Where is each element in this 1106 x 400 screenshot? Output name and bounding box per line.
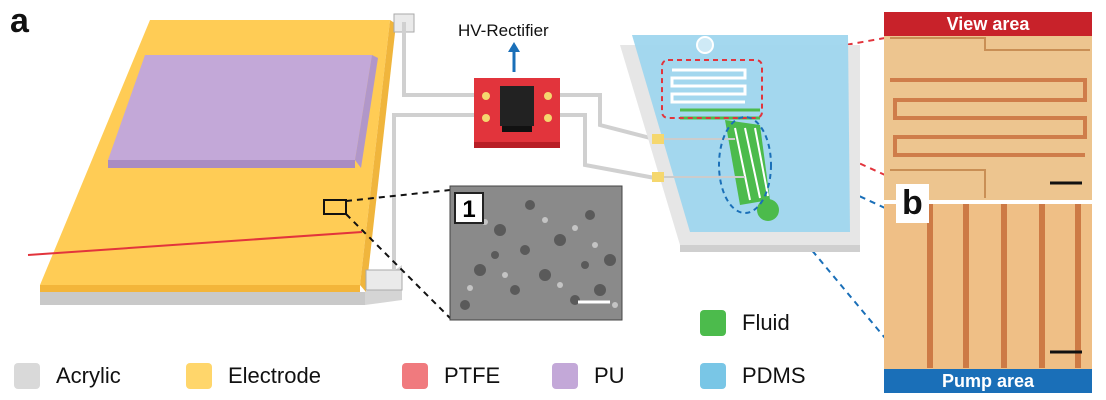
legend-swatch-pu (552, 363, 578, 389)
wires (392, 22, 659, 270)
legend-swatch-pdms (700, 363, 726, 389)
legend-item-pdms: PDMS (700, 363, 806, 389)
hv-rectifier-chip (474, 42, 560, 148)
pump-area-micrograph (884, 204, 1092, 370)
legend-item-pu: PU (552, 363, 625, 389)
legend-label-fluid: Fluid (742, 310, 790, 335)
pump-area-title: Pump area (884, 369, 1092, 393)
view-area-micrograph (884, 12, 1092, 200)
sem-inset-number: 1 (454, 192, 484, 224)
microfluidic-chip (620, 35, 860, 252)
view-area-title: View area (884, 12, 1092, 36)
legend-item-fluid: Fluid (700, 310, 790, 336)
legend-swatch-acrylic (14, 363, 40, 389)
legend-label-electrode: Electrode (228, 363, 321, 388)
legend-label-pu: PU (594, 363, 625, 388)
hv-rectifier-label: HV-Rectifier (458, 21, 549, 40)
panel-letter-b: b (896, 184, 929, 223)
legend-swatch-electrode (186, 363, 212, 389)
legend-label-pdms: PDMS (742, 363, 806, 388)
legend-item-ptfe: PTFE (402, 363, 500, 389)
legend-item-acrylic: Acrylic (14, 363, 121, 389)
teng-device (27, 13, 415, 305)
legend-label-ptfe: PTFE (444, 363, 501, 388)
legend-label-acrylic: Acrylic (56, 363, 121, 388)
legend-item-electrode: Electrode (186, 363, 321, 389)
panel-letter-a: a (10, 2, 29, 40)
legend-swatch-fluid (700, 310, 726, 336)
legend-swatch-ptfe (402, 363, 428, 389)
